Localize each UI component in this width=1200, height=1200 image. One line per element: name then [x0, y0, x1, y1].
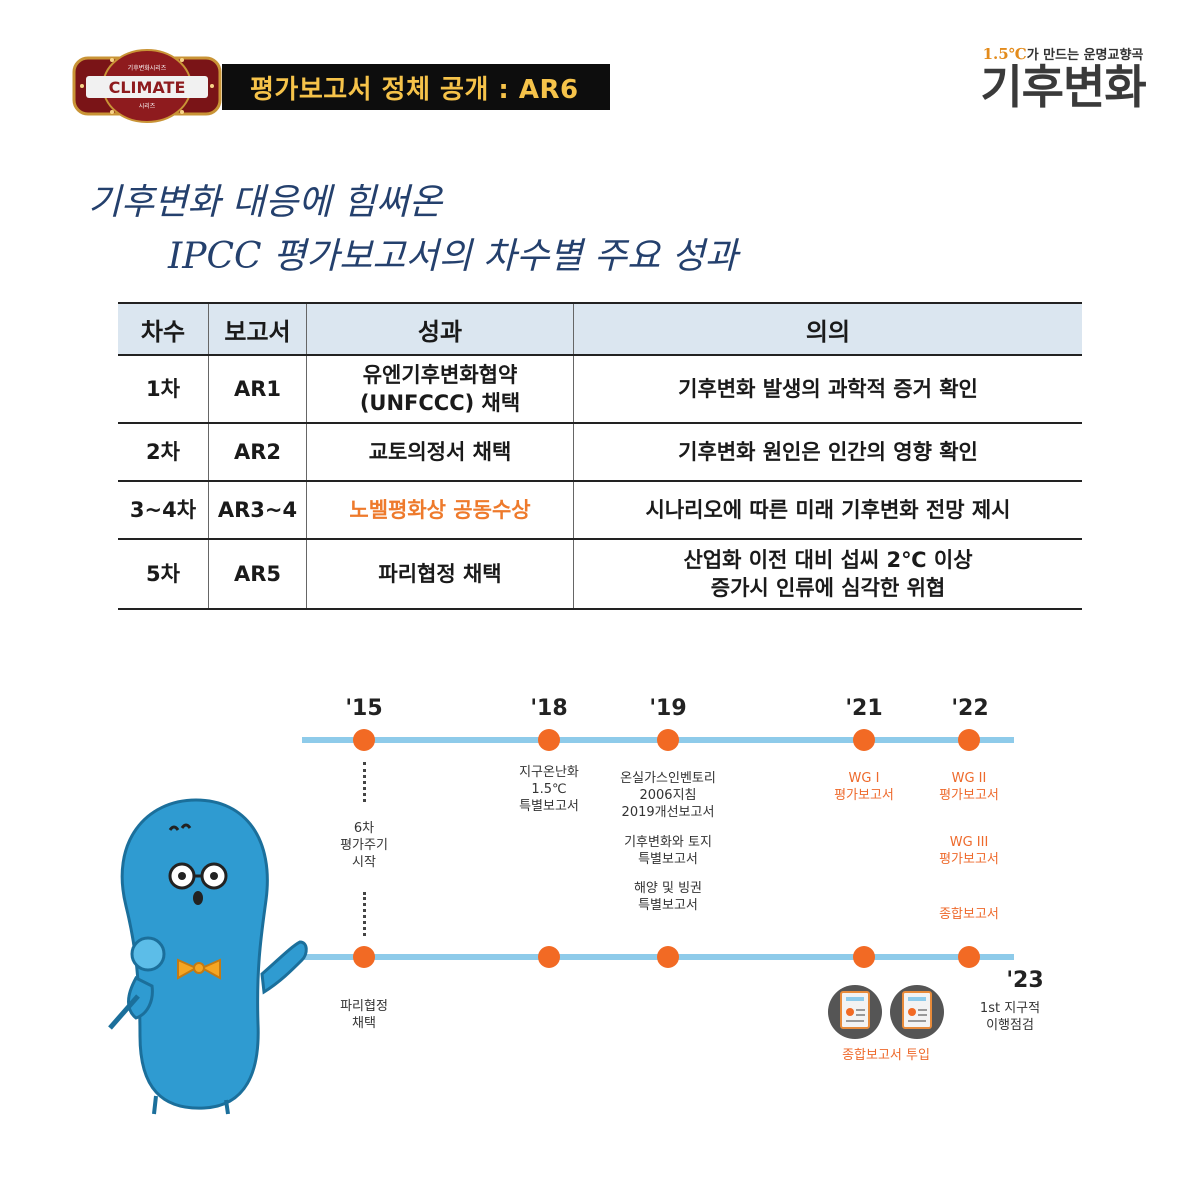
year-2021: '21: [845, 696, 883, 721]
timeline-dot: [853, 946, 875, 968]
report-document-icon: [828, 985, 944, 1039]
dotted-connector: [363, 762, 366, 802]
cell-meaning: 기후변화 발생의 과학적 증거 확인: [573, 355, 1082, 424]
col-meaning: 의의: [573, 302, 1082, 356]
cell-meaning: 시나리오에 따른 미래 기후변화 전망 제시: [573, 481, 1082, 540]
year-2018: '18: [530, 696, 568, 721]
label-2022-c: 종합보고서: [939, 907, 999, 922]
cell-result-highlight: 노벨평화상 공동수상: [306, 481, 574, 540]
cell-report: AR1: [208, 355, 307, 424]
col-order: 차수: [118, 302, 209, 356]
label-synthesis-input: 종합보고서 투입: [842, 1048, 930, 1063]
timeline-dot: [853, 729, 875, 751]
timeline-dot: [538, 729, 560, 751]
cell-meaning: 기후변화 원인은 인간의 영향 확인: [573, 423, 1082, 482]
cell-report: AR5: [208, 539, 307, 610]
year-2019: '19: [649, 696, 687, 721]
timeline-dot: [958, 946, 980, 968]
cell-order: 3~4차: [118, 481, 209, 540]
year-2022: '22: [951, 696, 989, 721]
table-row: 2차 AR2 교토의정서 채택 기후변화 원인은 인간의 영향 확인: [118, 423, 1082, 482]
brand-name: 기후변화: [980, 60, 1146, 114]
badge-top: 기후변화시리즈: [128, 64, 167, 72]
cell-result: 교토의정서 채택: [306, 423, 574, 482]
cell-report: AR3~4: [208, 481, 307, 540]
table-row: 3~4차 AR3~4 노벨평화상 공동수상 시나리오에 따른 미래 기후변화 전…: [118, 481, 1082, 540]
col-result: 성과: [306, 302, 574, 356]
cell-result: 파리협정 채택: [306, 539, 574, 610]
table-row: 1차 AR1 유엔기후변화협약(UNFCCC) 채택 기후변화 발생의 과학적 …: [118, 355, 1082, 424]
climate-logo: CLIMATE 기후변화시리즈 시리즈: [72, 49, 222, 123]
timeline-dot: [353, 729, 375, 751]
timeline-dot: [657, 729, 679, 751]
title-line-2: IPCC 평가보고서의 차수별 주요 성과: [168, 236, 738, 277]
page-title: 기후변화 대응에 힘써온 IPCC 평가보고서의 차수별 주요 성과: [88, 176, 738, 284]
year-2015: '15: [345, 696, 383, 721]
cell-report: AR2: [208, 423, 307, 482]
cell-order: 2차: [118, 423, 209, 482]
timeline-dot: [538, 946, 560, 968]
badge-bottom: 시리즈: [139, 102, 156, 110]
cell-result: 유엔기후변화협약(UNFCCC) 채택: [306, 355, 574, 424]
mascot-character-icon: [108, 798, 308, 1115]
table-header-row: 차수 보고서 성과 의의: [118, 302, 1082, 356]
brand-tagline: 1.5℃가 만드는 운명교향곡: [982, 45, 1144, 63]
title-banner: 평가보고서 정체 공개 : AR6: [222, 64, 610, 110]
cell-order: 5차: [118, 539, 209, 610]
title-line-1: 기후변화 대응에 힘써온: [88, 182, 443, 223]
year-2023: '23: [1006, 968, 1044, 993]
timeline-dot: [353, 946, 375, 968]
badge-text: CLIMATE: [109, 78, 186, 97]
cell-order: 1차: [118, 355, 209, 424]
ipcc-table: 차수 보고서 성과 의의 1차 AR1 유엔기후변화협약(UNFCCC) 채택 …: [118, 302, 1082, 610]
dotted-connector: [363, 892, 366, 936]
timeline-dot: [657, 946, 679, 968]
brand-logo: 1.5℃가 만드는 운명교향곡 기후변화: [978, 44, 1148, 111]
col-report: 보고서: [208, 302, 307, 356]
timeline-dot: [958, 729, 980, 751]
